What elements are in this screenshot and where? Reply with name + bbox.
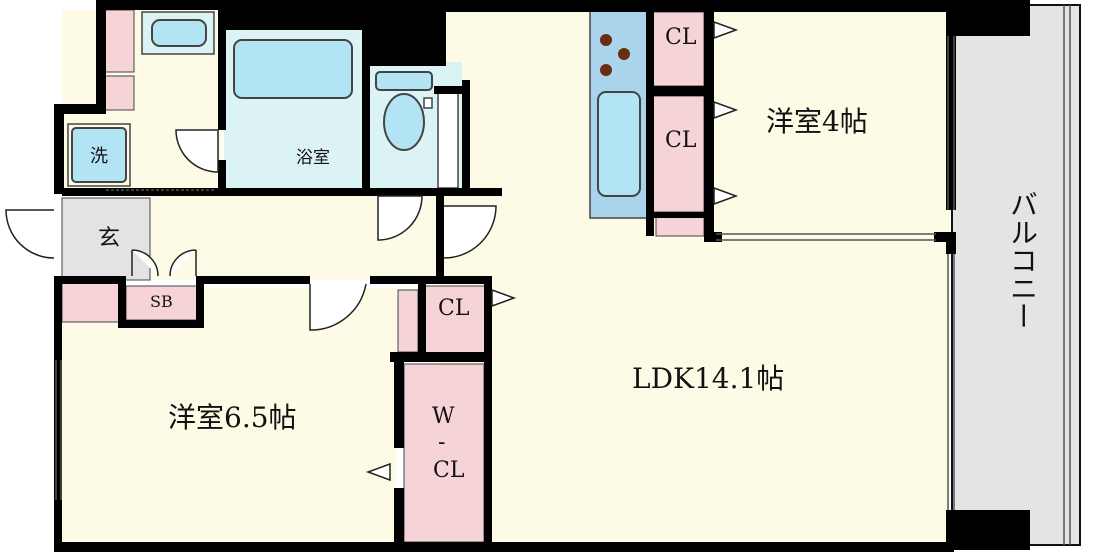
wcl-line1-label: W — [432, 404, 455, 429]
cl-kitchen-mid-area — [651, 95, 705, 213]
cl-kitchen-mid-label: CL — [665, 128, 697, 153]
sliding-door-arrows — [365, 20, 739, 482]
western-room-4-label: 洋室4帖 — [766, 105, 868, 138]
washer-label: 洗 — [90, 146, 108, 167]
cl-kitchen-top-area — [651, 11, 705, 87]
western-room-6-5-floor — [60, 288, 396, 545]
cl-kitchen-top-label: CL — [665, 25, 697, 50]
ldk-label: LDK14.1帖 — [632, 362, 785, 395]
shoe-box-label: SB — [150, 292, 173, 311]
balcony-label: バルコニー — [1006, 190, 1039, 330]
cl-center-label: CL — [438, 296, 470, 321]
windows — [55, 36, 955, 510]
bathtub — [233, 39, 353, 99]
wcl-area — [403, 363, 485, 543]
walls — [54, 0, 1030, 552]
bathroom-label: 浴室 — [296, 148, 330, 168]
door-swings — [5, 129, 497, 331]
toilet-icon — [383, 93, 425, 151]
western-room-6-5-label: 洋室6.5帖 — [168, 401, 297, 434]
balcony-area — [951, 4, 1081, 546]
entrance-label: 玄 — [98, 226, 121, 251]
wcl-dash-label: - — [438, 430, 446, 455]
wcl-line2-label: CL — [433, 458, 465, 483]
kitchen-sink — [597, 91, 641, 197]
stove-burner-icon — [600, 34, 612, 46]
western-room-4-floor — [712, 10, 948, 238]
entrance-floor — [61, 197, 151, 281]
